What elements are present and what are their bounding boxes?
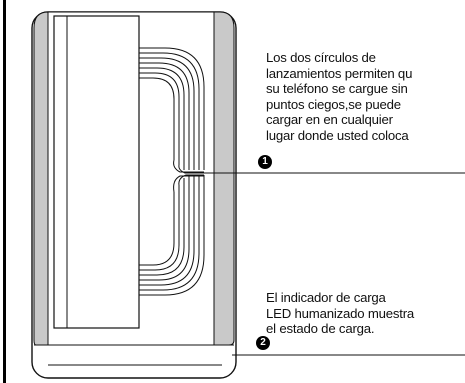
callout-1-line: puntos ciegos,se puede (266, 96, 401, 112)
upper-charging-coil (139, 47, 205, 170)
callout-1-number-badge: 1 (258, 155, 272, 169)
callout-2-line: El indicador de carga (266, 290, 386, 305)
lower-charging-coil (139, 175, 205, 296)
left-side-panel (33, 11, 49, 346)
callout-2-number-badge: 2 (256, 336, 270, 350)
page-left-border (3, 0, 6, 383)
callout-1-line: cargar en en cualquier (266, 112, 393, 127)
coil-crossover (173, 159, 204, 193)
callout-2-line: el estado de carga. (266, 321, 375, 336)
right-side-panel (213, 11, 235, 346)
callout-1-text: Los dos círculos de lanzamientos permite… (266, 50, 412, 143)
callout-1-line: su teléfono se cargue sin (266, 81, 408, 96)
callout-2-line: LED humanizado muestra (266, 305, 415, 321)
phone-pad (53, 15, 140, 329)
callout-1-line: Los dos círculos de (266, 50, 376, 65)
callout-1-line: lanzamientos permiten qu (266, 65, 413, 81)
callout-1-line: lugar donde usted coloca (266, 127, 409, 143)
callout-2-text: El indicador de carga LED humanizado mue… (266, 290, 414, 337)
